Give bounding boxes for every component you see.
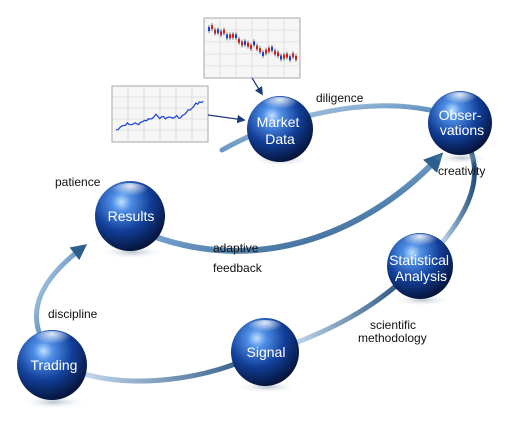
candle-body — [247, 42, 249, 47]
candle-body — [262, 52, 264, 57]
candle-body — [289, 56, 291, 61]
node-signal: Signal — [231, 318, 299, 393]
candle-body — [214, 29, 216, 34]
candle-body — [256, 45, 258, 50]
candle-body — [226, 34, 228, 39]
candle-body — [271, 46, 273, 51]
candle-body — [277, 52, 279, 57]
candle-body — [253, 41, 255, 46]
candle-body — [208, 27, 210, 32]
arrow-candle-chart-to-market — [251, 77, 263, 96]
node-label-results: Results — [108, 208, 155, 224]
candle-body — [292, 53, 294, 58]
candle-body — [211, 25, 213, 30]
candle-body — [274, 50, 276, 55]
edge-label-creativity: creativity — [438, 164, 485, 178]
candle-body — [259, 48, 261, 53]
edge-label-adaptive-feedback: adaptive feedback — [213, 241, 263, 275]
node-trading: Trading — [17, 330, 87, 409]
candle-body — [268, 47, 270, 52]
arrow-trading-to-results — [33, 244, 88, 343]
candle-body — [220, 31, 222, 36]
candle-body — [217, 29, 219, 34]
node-results: Results — [95, 181, 165, 259]
candle-body — [223, 29, 225, 34]
candle-body — [241, 41, 243, 46]
node-label-observations: Obser- vations — [439, 107, 486, 138]
edge-label-discipline: discipline — [48, 307, 98, 321]
arrow-line-chart-to-market — [207, 114, 246, 124]
node-market-data: Market Data — [247, 96, 313, 166]
line-price-chart-icon — [111, 85, 246, 143]
node-label-trading: Trading — [31, 357, 78, 373]
candlestick-chart-icon — [203, 17, 301, 96]
arrow-market-to-observations — [219, 103, 433, 153]
node-label-market-data: Market Data — [257, 114, 304, 147]
candle-body — [280, 55, 282, 60]
candle-body — [244, 40, 246, 45]
candle-body — [265, 49, 267, 54]
arrow-signal-to-analysis — [287, 275, 408, 348]
candle-body — [229, 34, 231, 39]
candle-body — [238, 38, 240, 43]
edge-label-diligence: diligence — [316, 91, 364, 105]
candle-body — [235, 34, 237, 39]
node-observations: Obser- vations — [428, 91, 492, 164]
candle-body — [250, 45, 252, 50]
node-statistical-analysis: Statistical Analysis — [387, 233, 453, 306]
arrow-results-to-observations — [142, 152, 444, 254]
edge-label-scientific-methodology: scientific methodology — [358, 318, 427, 345]
candle-body — [232, 33, 234, 38]
candle-body — [283, 54, 285, 59]
edge-label-patience: patience — [55, 175, 101, 189]
node-label-signal: Signal — [247, 344, 286, 360]
candle-body — [295, 55, 297, 60]
node-label-statistical-analysis: Statistical Analysis — [389, 252, 453, 284]
candle-body — [286, 53, 288, 58]
